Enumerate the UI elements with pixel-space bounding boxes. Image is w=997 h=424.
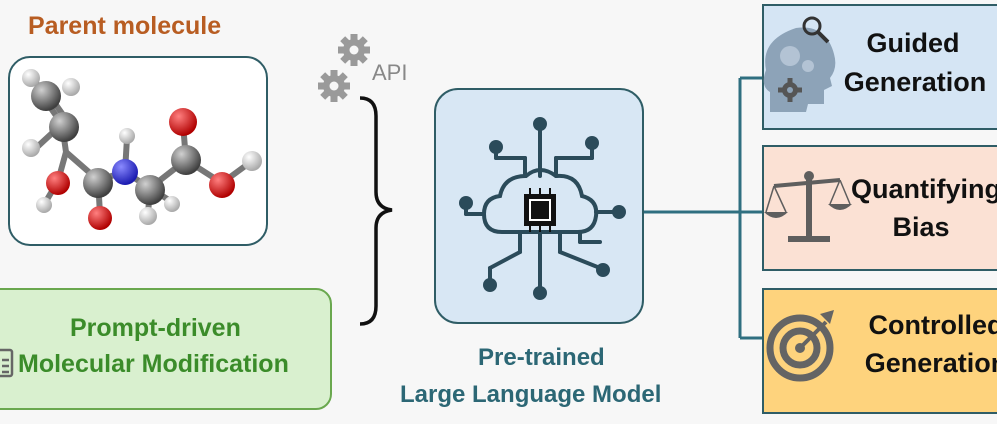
- molecule-atoms: [22, 69, 262, 230]
- api-label: API: [372, 60, 408, 85]
- neural-cloud-icon: [464, 124, 620, 292]
- llm-label-line2: Large Language Model: [400, 381, 662, 408]
- target-icon: [766, 310, 834, 382]
- network-nodes: [459, 117, 626, 300]
- curly-brace: [359, 96, 393, 326]
- chip-icon: [524, 188, 556, 232]
- prompt-label-line1: Prompt-driven: [70, 314, 241, 342]
- prompt-panel: [0, 288, 332, 410]
- parent-molecule-title: Parent molecule: [28, 12, 222, 40]
- document-icon: [0, 348, 14, 378]
- gear-icon: [318, 34, 370, 102]
- quantifying-bias-box: [762, 145, 997, 271]
- head-gears-icon: [763, 16, 836, 112]
- output-connectors: [644, 76, 762, 340]
- controlled-label-line1: Controlled: [868, 310, 997, 340]
- controlled-label-line2: Generation: [864, 348, 997, 378]
- guided-label-line1: Guided: [866, 28, 960, 58]
- llm-label-line1: Pre-trained: [478, 344, 605, 371]
- bias-label-line2: Bias: [892, 212, 950, 242]
- prompt-label-line2: Molecular Modification: [18, 350, 289, 378]
- bias-label-line1: Quantifying: [851, 174, 997, 204]
- guided-label-line2: Generation: [843, 67, 987, 97]
- scale-icon: [764, 171, 852, 242]
